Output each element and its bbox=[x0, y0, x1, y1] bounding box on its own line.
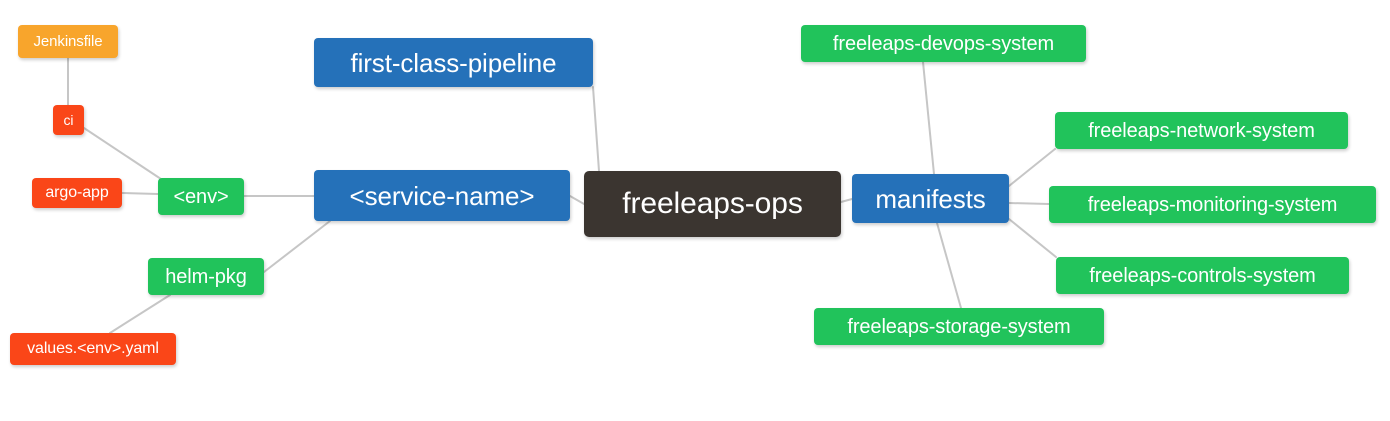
edge-env-to-argo-app bbox=[121, 192, 159, 195]
mindmap-node-values-env-yaml[interactable]: values.<env>.yaml bbox=[10, 333, 176, 365]
mindmap-node-helm-pkg[interactable]: helm-pkg bbox=[148, 258, 264, 295]
edge-env-to-ci bbox=[83, 127, 171, 186]
edge-helm-pkg-to-values-env-yaml bbox=[109, 294, 171, 334]
edge-manifests-to-freeleaps-storage-system bbox=[936, 222, 962, 309]
mindmap-node-freeleaps-controls-system[interactable]: freeleaps-controls-system bbox=[1056, 257, 1349, 294]
mindmap-node-freeleaps-storage-system[interactable]: freeleaps-storage-system bbox=[814, 308, 1104, 345]
mindmap-node-service-name[interactable]: <service-name> bbox=[314, 170, 570, 221]
mindmap-node-manifests[interactable]: manifests bbox=[852, 174, 1009, 223]
edge-freeleaps-ops-to-service-name bbox=[569, 195, 585, 205]
mindmap-node-freeleaps-ops[interactable]: freeleaps-ops bbox=[584, 171, 841, 237]
mindmap-node-jenkinsfile[interactable]: Jenkinsfile bbox=[18, 25, 118, 58]
edge-manifests-to-freeleaps-monitoring-system bbox=[1008, 202, 1050, 205]
mindmap-node-ci[interactable]: ci bbox=[53, 105, 84, 135]
mindmap-node-freeleaps-devops-system[interactable]: freeleaps-devops-system bbox=[801, 25, 1086, 62]
edge-manifests-to-freeleaps-devops-system bbox=[922, 61, 935, 175]
mindmap-node-env[interactable]: <env> bbox=[158, 178, 244, 215]
edge-manifests-to-freeleaps-network-system bbox=[1008, 148, 1056, 187]
mindmap-node-freeleaps-monitoring-system[interactable]: freeleaps-monitoring-system bbox=[1049, 186, 1376, 223]
mindmap-node-first-class-pipeline[interactable]: first-class-pipeline bbox=[314, 38, 593, 87]
mindmap-node-argo-app[interactable]: argo-app bbox=[32, 178, 122, 208]
edge-service-name-to-helm-pkg bbox=[263, 220, 331, 273]
mindmap-node-freeleaps-network-system[interactable]: freeleaps-network-system bbox=[1055, 112, 1348, 149]
edge-manifests-to-freeleaps-controls-system bbox=[1008, 218, 1057, 258]
edge-freeleaps-ops-to-manifests bbox=[840, 198, 853, 203]
